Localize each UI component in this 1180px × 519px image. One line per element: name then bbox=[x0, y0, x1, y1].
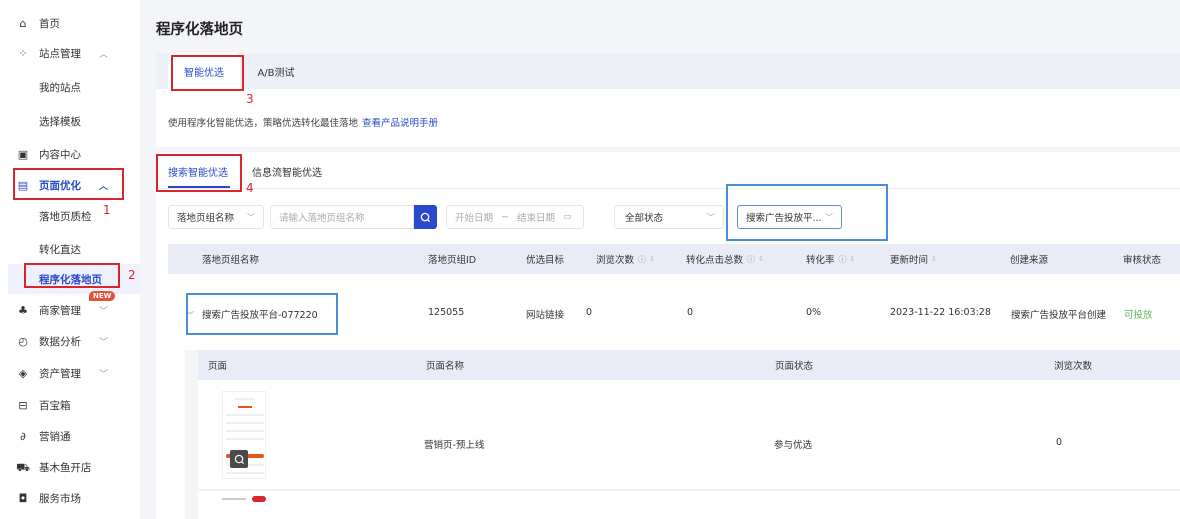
merchant-icon: ♣ bbox=[18, 303, 28, 317]
col-status: 审核状态 bbox=[1123, 255, 1162, 266]
sidebar-item-content-center[interactable]: ▣ 内容中心 bbox=[17, 147, 81, 161]
date-range-picker[interactable]: 开始日期 ~ 结束日期 ▭ bbox=[446, 205, 584, 229]
sidebar-item-service-market[interactable]: ◘ 服务市场 bbox=[18, 491, 81, 505]
status-select[interactable]: 全部状态 ﹀ bbox=[614, 205, 724, 229]
content-icon: ▣ bbox=[17, 147, 29, 161]
field-select[interactable]: 落地页组名称 ﹀ bbox=[168, 205, 264, 229]
tabs-bar: 智能优选 A/B测试 bbox=[156, 53, 1180, 89]
marketing-icon: ∂ bbox=[20, 429, 26, 443]
intro-text: 使用程序化智能优选，策略优选转化最佳落地查看产品说明手册 bbox=[168, 118, 439, 129]
chevron-down-icon: ﹀ bbox=[99, 306, 109, 317]
help-icon: ⓘ bbox=[747, 254, 756, 264]
sidebar-item-home[interactable]: ⌂ 首页 bbox=[0, 8, 140, 38]
zoom-in-icon bbox=[234, 454, 244, 464]
sidebar-item-programmatic-landing-page[interactable]: 程序化落地页 bbox=[8, 264, 140, 294]
source-select[interactable]: 搜索广告投放平... ﹀ bbox=[737, 205, 842, 229]
grid-icon: ⁘ bbox=[18, 46, 28, 60]
row-divider bbox=[198, 489, 1180, 491]
sidebar-item-merchant-management[interactable]: ♣ 商家管理 NEW ﹀ bbox=[0, 291, 140, 325]
chevron-down-icon: ﹀ bbox=[99, 369, 109, 380]
sidebar-item-site-management[interactable]: ⁘ 站点管理 ︿ bbox=[18, 46, 109, 60]
annotation-number-4: 4 bbox=[246, 181, 254, 195]
toolbox-icon: ⊟ bbox=[18, 398, 28, 412]
sidebar-item-data-analysis[interactable]: ◴ 数据分析 ﹀ bbox=[18, 334, 109, 348]
sort-icon[interactable]: ⇕ bbox=[849, 255, 856, 263]
col-target: 优选目标 bbox=[526, 255, 565, 266]
help-icon: ⓘ bbox=[838, 254, 847, 264]
chevron-up-icon: ︿ bbox=[99, 49, 109, 60]
layers-icon: ◈ bbox=[18, 366, 28, 380]
sidebar-item-page-optimization[interactable]: ▤ 页面优化 ︿ bbox=[17, 178, 109, 192]
annotation-number-3: 3 bbox=[246, 92, 254, 106]
search-icon bbox=[420, 212, 431, 222]
sidebar-item-marketing[interactable]: ∂ 营销通 bbox=[0, 421, 140, 451]
clock-icon: ◴ bbox=[18, 334, 28, 348]
home-icon: ⌂ bbox=[19, 16, 27, 30]
subtable-header: 页面 页面名称 页面状态 浏览次数 bbox=[198, 350, 1180, 380]
subtab-feed-smart[interactable]: 信息流智能优选 bbox=[252, 168, 322, 179]
sidebar: ⌂ 首页 ⁘ 站点管理 ︿ 我的站点 选择模板 ▣ 内容中心 ▤ 页面优化 ︿ … bbox=[0, 0, 140, 519]
col-updated[interactable]: 更新时间⇕ bbox=[890, 255, 937, 266]
sidebar-item-my-sites[interactable]: 我的站点 bbox=[39, 81, 81, 94]
sort-icon[interactable]: ⇕ bbox=[649, 255, 655, 263]
new-badge: NEW bbox=[89, 291, 116, 301]
product-manual-link[interactable]: 查看产品说明手册 bbox=[362, 118, 439, 129]
chevron-down-icon: ﹀ bbox=[707, 212, 715, 222]
sidebar-item-conversion-direct[interactable]: 转化直达 bbox=[39, 243, 81, 256]
chevron-down-icon: ﹀ bbox=[247, 212, 255, 222]
annotation-number-2: 2 bbox=[128, 268, 136, 282]
sidebar-item-toolbox[interactable]: ⊟ 百宝箱 bbox=[18, 398, 71, 412]
sidebar-item-open-store[interactable]: ⛟ 基木鱼开店 bbox=[16, 460, 92, 474]
page-name: 营销页-预上线 bbox=[424, 440, 485, 451]
subtabs: 搜索智能优选 信息流智能优选 bbox=[156, 152, 1180, 189]
sidebar-item-asset-management[interactable]: ◈ 资产管理 ﹀ bbox=[18, 366, 109, 380]
subtab-search-smart[interactable]: 搜索智能优选 bbox=[168, 168, 228, 179]
search-button[interactable] bbox=[414, 205, 437, 229]
col-source: 创建来源 bbox=[1010, 255, 1049, 266]
expand-chevron-icon[interactable]: ﹀ bbox=[186, 311, 194, 320]
active-subtab-indicator bbox=[168, 186, 230, 188]
preview-zoom-button[interactable] bbox=[230, 450, 248, 468]
sidebar-item-select-template[interactable]: 选择模板 bbox=[39, 115, 81, 128]
content-card: 搜索智能优选 信息流智能优选 落地页组名称 ﹀ 请输入落地页组名称 开始日期 ~… bbox=[156, 152, 1180, 519]
chevron-down-icon: ﹀ bbox=[99, 337, 109, 348]
help-icon: ⓘ bbox=[638, 254, 647, 264]
calendar-icon: ▭ bbox=[563, 212, 572, 222]
status-badge: 可投放 bbox=[1124, 310, 1153, 321]
cart-icon: ⛟ bbox=[16, 460, 30, 474]
tab-ab-test[interactable]: A/B测试 bbox=[257, 67, 295, 79]
sort-icon[interactable]: ⇕ bbox=[931, 255, 937, 263]
page-status: 参与优选 bbox=[774, 440, 813, 451]
col-group-name: 落地页组名称 bbox=[202, 255, 260, 266]
page-views: 0 bbox=[1056, 437, 1063, 448]
sidebar-item-landing-page-check[interactable]: 落地页质检 bbox=[39, 210, 92, 223]
bag-icon: ◘ bbox=[18, 491, 28, 505]
expanded-area-gutter bbox=[185, 350, 198, 519]
chevron-down-icon: ﹀ bbox=[825, 212, 833, 222]
chevron-up-icon: ︿ bbox=[99, 181, 109, 192]
page-title: 程序化落地页 bbox=[156, 22, 243, 38]
tab-smart-selection[interactable]: 智能优选 bbox=[168, 53, 240, 89]
col-group-id: 落地页组ID bbox=[428, 255, 477, 266]
annotation-number-1: 1 bbox=[103, 203, 111, 217]
search-input[interactable]: 请输入落地页组名称 bbox=[270, 205, 414, 229]
optimization-tabs-card: 智能优选 A/B测试 使用程序化智能优选，策略优选转化最佳落地查看产品说明手册 bbox=[156, 53, 1180, 147]
image-icon: ▤ bbox=[17, 178, 29, 192]
sort-icon[interactable]: ⇕ bbox=[758, 255, 764, 263]
